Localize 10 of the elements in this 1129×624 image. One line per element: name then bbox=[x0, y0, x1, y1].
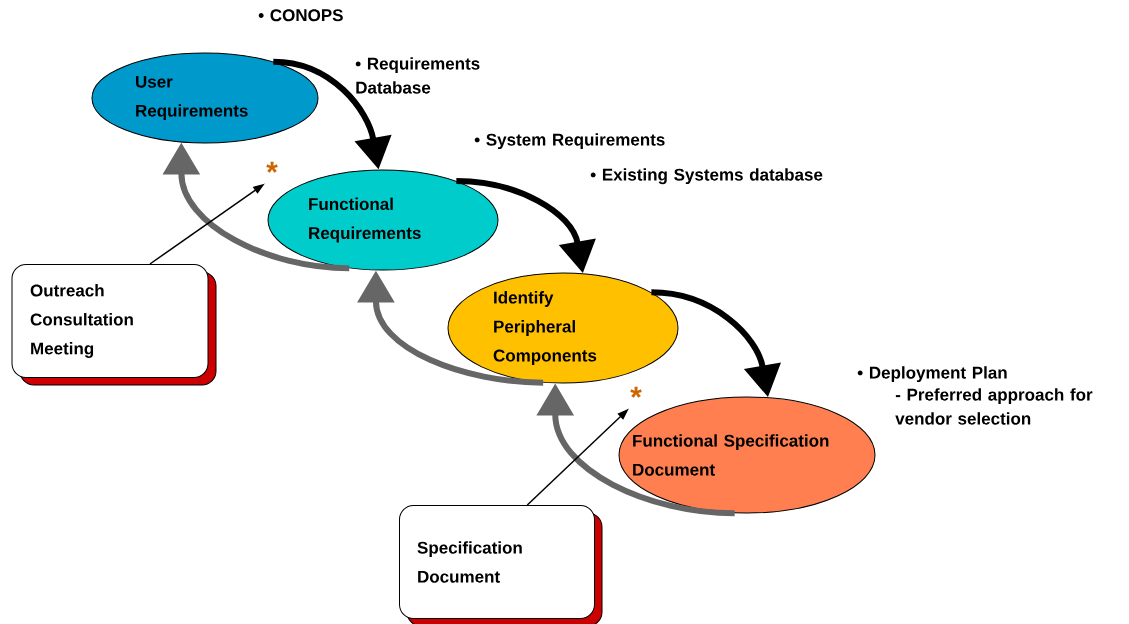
note-box: Outreach Consultation Meeting bbox=[11, 264, 217, 386]
bullet-note: • Requirements Database bbox=[355, 57, 480, 94]
bullet-note: • CONOPS bbox=[258, 9, 343, 22]
asterisk-mark: * bbox=[630, 386, 642, 398]
bullet-note: • Deployment Plan bbox=[857, 366, 1007, 383]
bullet-note: - Preferred approach for vendor selection bbox=[895, 388, 1093, 425]
note-box: Specification Document bbox=[399, 505, 603, 624]
node-label: Specification Document bbox=[417, 541, 522, 583]
bullet-note: • Existing Systems database bbox=[590, 168, 823, 185]
bullet-note: • System Requirements bbox=[474, 133, 665, 150]
